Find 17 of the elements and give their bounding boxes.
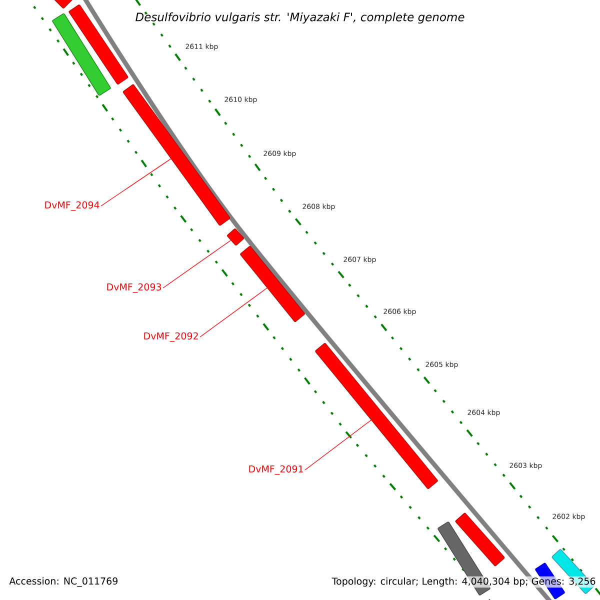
gene-bar [240,246,305,322]
gene-bar [227,228,244,246]
gene-label: DvMF_2094 [45,201,100,211]
gene-label: DvMF_2091 [249,465,303,475]
title: Desulfovibrio vulgaris str. 'Miyazaki F', complete genome [136,12,464,24]
info-text: Topology: circular; Length: 4,040,304 bp; Genes: 3,256 [330,576,597,588]
info-text: Accession: NC_011769 [9,577,118,587]
gene-label: DvMF_2093 [107,283,162,293]
leader-line [100,158,172,206]
leader-line [162,240,232,288]
gene-bar [52,0,72,8]
gene-label: DvMF_2092 [144,332,198,342]
gene-bar [68,4,128,84]
gene-bar [52,13,111,96]
leader-line [200,288,268,338]
leader-line [304,420,372,470]
gene-bar [455,512,505,566]
